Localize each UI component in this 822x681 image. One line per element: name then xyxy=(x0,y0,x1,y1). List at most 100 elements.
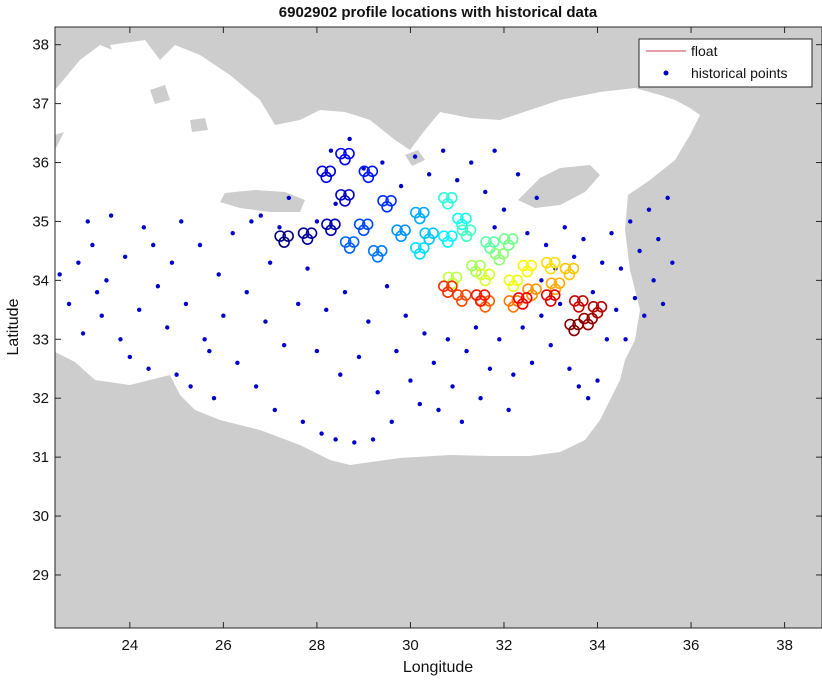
historical-point xyxy=(352,440,357,445)
float-profile-marker xyxy=(316,165,329,178)
historical-point xyxy=(492,148,497,153)
historical-point xyxy=(539,278,544,283)
aegean-island-b xyxy=(190,118,208,132)
y-tick-label: 29 xyxy=(32,567,49,584)
float-profile-marker xyxy=(569,295,581,307)
float-profile-marker xyxy=(324,165,337,178)
historical-point xyxy=(422,331,427,336)
historical-point xyxy=(366,319,371,324)
float-profile-marker xyxy=(480,236,492,248)
historical-point xyxy=(179,219,184,224)
float-profile-marker xyxy=(325,224,337,237)
historical-point xyxy=(76,260,81,265)
historical-point xyxy=(300,419,306,424)
historical-point xyxy=(272,407,278,413)
historical-point xyxy=(436,407,441,413)
float-profile-marker xyxy=(577,295,589,307)
historical-point xyxy=(440,148,446,153)
historical-point xyxy=(324,307,329,313)
historical-point xyxy=(445,337,451,342)
float-profile-marker xyxy=(489,247,502,260)
float-profile-marker xyxy=(572,318,584,331)
historical-point xyxy=(408,378,413,383)
historical-point xyxy=(338,372,343,377)
float-profile-marker xyxy=(320,171,333,184)
x-tick-label: 38 xyxy=(776,637,793,654)
historical-point xyxy=(333,437,338,442)
historical-point xyxy=(85,219,90,224)
historical-point xyxy=(431,360,437,366)
historical-point xyxy=(483,189,488,195)
historical-point xyxy=(529,360,535,366)
historical-point xyxy=(286,195,292,201)
historical-point xyxy=(202,337,207,342)
historical-point xyxy=(525,231,530,236)
x-tick-label: 34 xyxy=(589,637,606,654)
historical-point xyxy=(244,289,249,295)
float-profile-marker xyxy=(460,230,473,243)
historical-point xyxy=(455,177,460,183)
historical-point xyxy=(511,372,516,377)
float-profile-marker xyxy=(503,274,516,287)
float-profile-marker xyxy=(278,236,290,248)
historical-point xyxy=(632,295,638,301)
float-profile-marker xyxy=(521,265,534,278)
float-profile-marker xyxy=(525,259,538,272)
historical-point xyxy=(94,289,100,295)
historical-point xyxy=(576,384,582,389)
float-profile-marker xyxy=(357,224,370,237)
float-profile-marker xyxy=(366,165,379,178)
float-profile-marker xyxy=(362,171,375,184)
historical-point xyxy=(57,272,62,277)
historical-point xyxy=(599,260,605,265)
float-profile-marker xyxy=(417,206,430,219)
historical-point xyxy=(249,219,254,224)
float-profile-marker xyxy=(474,259,486,272)
float-profile-marker xyxy=(413,212,426,225)
historical-point xyxy=(169,260,175,265)
float-profile-marker xyxy=(497,247,510,260)
historical-point xyxy=(464,348,469,354)
float-profile-marker xyxy=(544,262,557,275)
y-tick-label: 30 xyxy=(32,508,49,525)
float-profile-marker xyxy=(479,274,492,287)
historical-point xyxy=(403,313,408,318)
historical-point xyxy=(618,266,624,271)
historical-point xyxy=(197,242,203,248)
historical-point xyxy=(642,313,647,318)
x-axis-label: Longitude xyxy=(403,659,473,676)
y-tick-label: 31 xyxy=(32,449,49,466)
historical-point xyxy=(412,154,418,159)
float-profile-marker xyxy=(568,324,580,337)
historical-point xyxy=(417,401,422,407)
float-profile-marker xyxy=(452,212,464,225)
float-profile-marker xyxy=(548,256,561,269)
float-profile-marker xyxy=(456,224,469,237)
float-profile-marker xyxy=(442,286,454,299)
historical-point xyxy=(670,260,675,265)
float-profile-marker xyxy=(297,227,310,239)
y-tick-label: 37 xyxy=(32,96,49,113)
historical-point xyxy=(543,242,549,248)
float-profile-marker xyxy=(399,224,411,237)
historical-point xyxy=(571,254,577,259)
historical-point xyxy=(136,307,142,313)
float-profile-marker xyxy=(511,274,524,287)
historical-point xyxy=(216,272,221,277)
legend-historical-dot xyxy=(663,70,669,76)
y-tick-label: 33 xyxy=(32,331,49,348)
float-profile-marker xyxy=(553,277,566,290)
north-sea-extension xyxy=(55,45,125,135)
historical-point xyxy=(665,195,670,201)
float-profile-marker xyxy=(442,236,454,248)
float-profile-marker xyxy=(385,194,397,207)
float-profile-marker xyxy=(595,301,608,313)
float-profile-marker xyxy=(478,289,491,301)
x-tick-label: 28 xyxy=(309,637,326,654)
float-profile-marker xyxy=(446,230,458,242)
float-profile-marker xyxy=(512,292,525,304)
legend-box xyxy=(638,38,813,88)
float-profile-marker xyxy=(488,236,500,248)
